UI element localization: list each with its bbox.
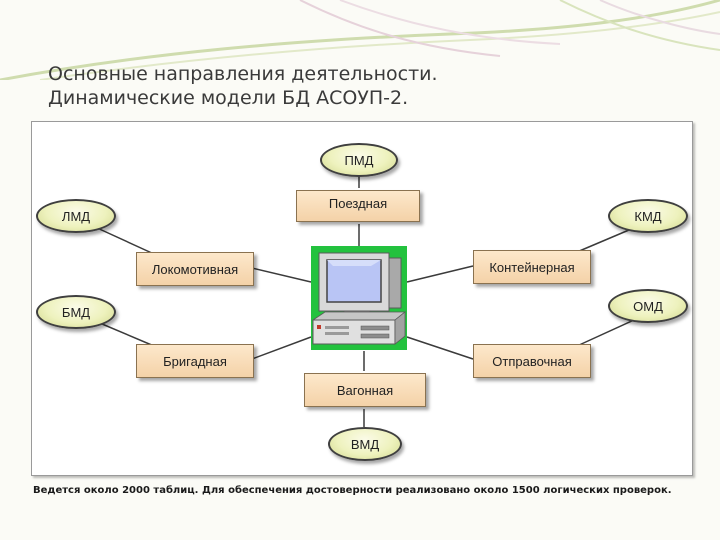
node-vagonnaya-label: Вагонная: [336, 382, 394, 398]
node-pmd-label: ПМД: [344, 152, 374, 168]
edge-kmd-konteinernaya: [576, 226, 637, 253]
node-bmd: БМД: [36, 295, 116, 329]
node-konteinernaya: Контейнерная: [473, 250, 591, 284]
connection-lines: [94, 173, 637, 427]
node-bmd-label: БМД: [61, 304, 91, 320]
edge-konteinernaya-computer: [406, 265, 474, 283]
edge-bmd-brigadnaya: [94, 320, 155, 347]
node-vagonnaya: Вагонная: [304, 373, 426, 407]
node-lmd: ЛМД: [36, 199, 116, 233]
node-lmd-label: ЛМД: [61, 208, 91, 224]
node-konteinernaya-label: Контейнерная: [489, 259, 575, 275]
slide-title-line-1: Основные направления деятельности.: [48, 63, 438, 85]
desktop-computer-icon: [311, 246, 407, 350]
node-brigadnaya: Бригадная: [136, 344, 254, 378]
node-otpravochnaya-label: Отправочная: [492, 353, 572, 369]
edge-lokomotivnaya-computer: [251, 267, 312, 283]
node-kmd: КМД: [608, 199, 688, 233]
edge-omd-otpravochnaya: [576, 318, 637, 347]
node-vmd-label: ВМД: [350, 436, 380, 452]
header-decoration: [0, 0, 720, 80]
node-brigadnaya-label: Бригадная: [163, 353, 227, 369]
edge-otpravochnaya-computer: [406, 336, 474, 360]
edge-lmd-lokomotivnaya: [94, 226, 155, 255]
node-lokomotivnaya-label: Локомотивная: [151, 261, 239, 277]
node-otpravochnaya: Отправочная: [473, 344, 591, 378]
node-poezdnaya: Поездная: [296, 190, 420, 222]
node-pmd: ПМД: [320, 143, 398, 177]
node-vmd: ВМД: [328, 427, 402, 461]
caption-text: Ведется около 2000 таблиц. Для обеспечен…: [33, 485, 672, 496]
edge-brigadnaya-computer: [251, 336, 312, 360]
diagram-frame: Поездная Локомотивная Контейнерная Брига…: [31, 121, 693, 476]
slide-title: Основные направления деятельности. Динам…: [48, 62, 608, 110]
slide-title-line-2: Динамические модели БД АСОУП-2.: [48, 87, 409, 109]
node-poezdnaya-label: Поездная: [328, 196, 388, 211]
node-omd: ОМД: [608, 289, 688, 323]
node-kmd-label: КМД: [634, 208, 662, 224]
node-omd-label: ОМД: [633, 298, 663, 314]
node-lokomotivnaya: Локомотивная: [136, 252, 254, 286]
